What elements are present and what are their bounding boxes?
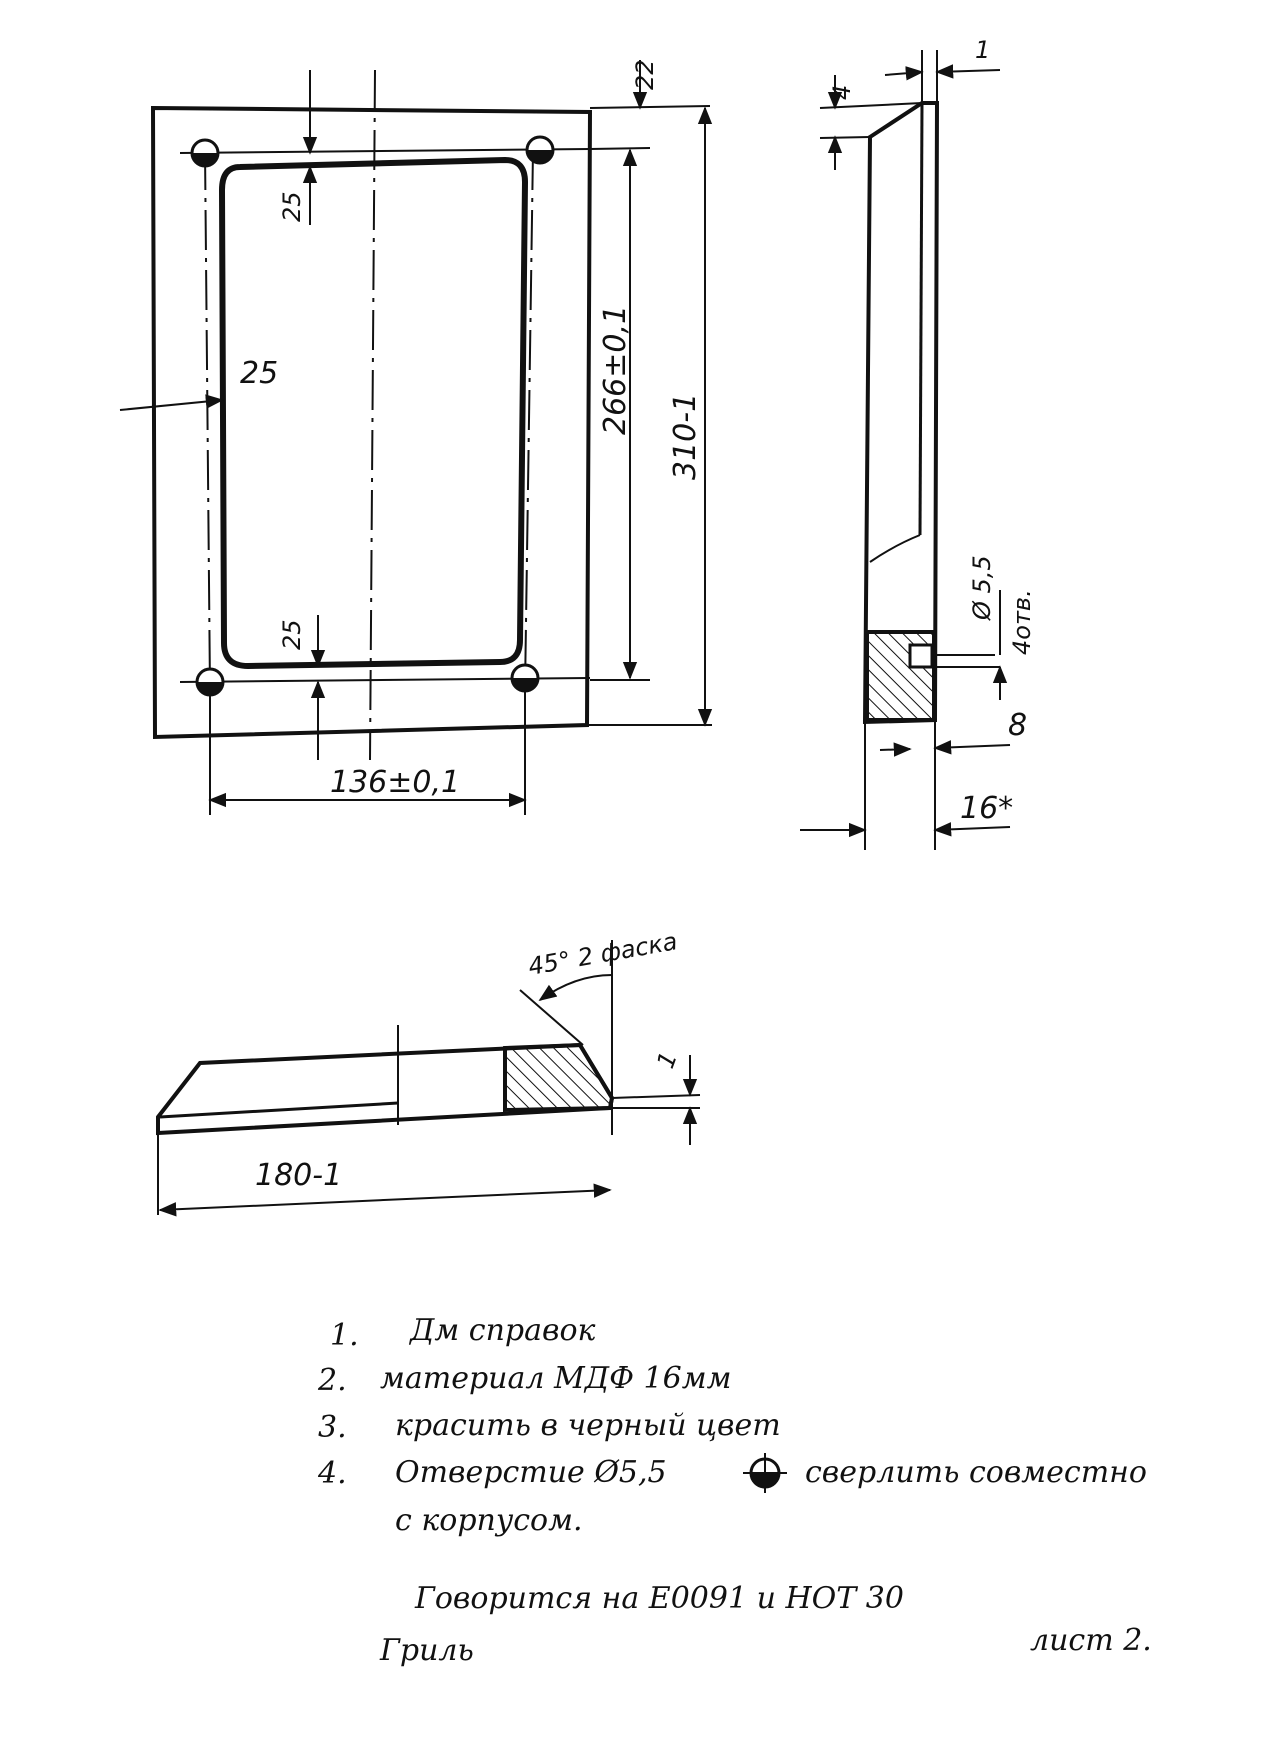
mounting-holes [190,135,555,697]
centerline-right [524,149,534,691]
note-number: 4. [317,1456,347,1491]
dim-top-thickness: 1 [975,36,990,64]
centerline-vertical [369,69,376,761]
hole-section [908,643,934,669]
centerline-left [204,149,211,691]
dim-hole-dia: Ø 5,5 [968,555,996,621]
note-number: 1. [330,1318,359,1353]
dim-top-margin: 22 [631,59,659,90]
side-view-dimensions [800,50,1011,850]
note-text: красить в черный цвет [395,1408,781,1443]
hole-line-top [179,148,591,154]
note-number: 3. [318,1410,347,1445]
mounting-hole [510,663,540,693]
side-profile [862,101,940,725]
note-text: с корпусом. [395,1503,583,1538]
dim-inner-bottom: 25 [278,619,306,650]
section-inner-edge [159,1101,399,1119]
dim-side: 25 [240,356,278,391]
section-view [156,1025,615,1136]
mounting-hole [190,138,220,168]
mounting-hole [525,135,555,165]
hole-symbol-icon [743,1453,787,1493]
chamfer-note: 45° 2 фаска [526,927,679,981]
footer-line: Говорится на Е0091 и НОТ 30 [414,1581,904,1616]
dim-length: 180-1 [255,1158,342,1193]
side-view-dimension-labels: 1 4 Ø 5,5 4отв. 8 16* [828,36,1036,826]
dim-bevel: 4 [828,85,856,100]
dim-hole-spacing-h: 136±0,1 [330,765,460,800]
inner-edge [918,102,924,536]
side-view [862,101,940,725]
note-text: Отверстие Ø5,5 [395,1455,667,1490]
section-view-dimensions [157,940,701,1217]
dim-thickness: 16* [960,791,1013,826]
dim-hole-depth: 8 [1008,708,1027,743]
front-view-dimensions [119,60,713,815]
note-number: 2. [317,1363,347,1398]
dim-hole-count: 4отв. [1008,589,1036,655]
notes-block: 1. Дм справок 2. материал МДФ 16мм 3. кр… [317,1313,1152,1668]
sheet-number: лист 2. [1030,1623,1152,1658]
section-hatch-block [503,1042,615,1113]
dim-inner-top: 25 [278,191,306,222]
front-view [150,69,593,761]
dim-hole-spacing-v: 266±0,1 [598,305,633,435]
note-text: материал МДФ 16мм [380,1361,731,1396]
signature: Гриль [379,1633,474,1668]
section-view-dimension-labels: 45° 2 фаска 1 180-1 [255,927,683,1193]
dim-height: 310-1 [668,393,703,480]
break-line [869,534,921,563]
note-text-continued: сверлить совместно [805,1455,1147,1490]
dim-edge: 1 [651,1048,683,1072]
note-text: Дм справок [408,1313,596,1348]
front-view-dimension-labels: 22 25 25 25 266±0,1 310-1 136±0,1 [240,59,703,800]
window-outline [218,156,529,670]
